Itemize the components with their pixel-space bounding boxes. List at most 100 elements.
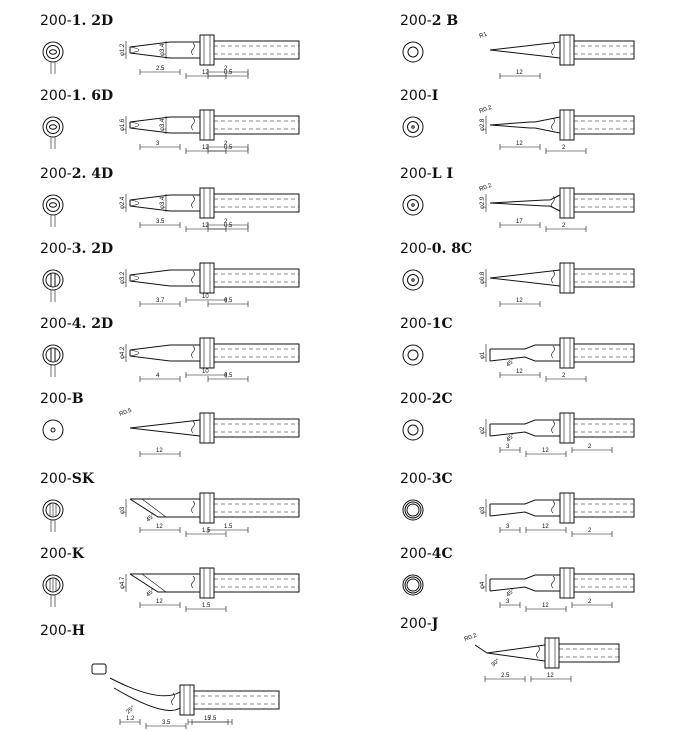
tip-model-prefix: 200- <box>40 471 72 487</box>
tip-end-view <box>402 574 424 596</box>
tip-model-label: 200-2 B <box>400 13 458 29</box>
thread-mark <box>551 117 555 131</box>
tip-model-prefix: 200- <box>400 546 432 562</box>
tip-entry: 200-H1.23.57.525°15 <box>40 623 280 729</box>
angle-label: 45° <box>505 588 516 599</box>
tube-outline <box>213 268 300 288</box>
tip-profile <box>129 269 200 276</box>
tip-end-view <box>402 499 424 521</box>
length-label: 12 <box>516 369 523 375</box>
tip-chisel <box>129 349 140 357</box>
tip-end-view <box>42 574 64 607</box>
length-label: 12 <box>542 524 549 530</box>
thread-mark <box>551 42 555 56</box>
end-view-inner-circle <box>404 501 422 519</box>
end-view-inner-circle <box>45 347 61 363</box>
thread-mark <box>536 645 540 659</box>
tip-model-code: 4. 2D <box>72 316 113 332</box>
tip-model-prefix: 200- <box>40 546 72 562</box>
tip-model-prefix: 200- <box>40 88 72 104</box>
tip-model-code: L I <box>432 166 453 182</box>
diameter-label: φ3.4 <box>160 196 166 209</box>
end-view-outer-circle <box>402 499 424 521</box>
tip-model-prefix: 200- <box>400 241 432 257</box>
collar-outline <box>199 492 215 524</box>
radius-label: R0.2 <box>479 183 494 193</box>
tip-profile <box>109 677 181 697</box>
tube-outline <box>573 193 635 213</box>
tip-profile <box>489 41 561 59</box>
tip-profile <box>489 586 560 592</box>
tip-model-label: 200-4C <box>400 546 453 562</box>
tip-model-prefix: 200- <box>400 616 432 632</box>
tip-chisel <box>129 121 140 129</box>
length-label: 3 <box>506 524 510 530</box>
thread-mark <box>191 420 195 434</box>
tube-outline <box>213 498 300 518</box>
tube-outline <box>213 193 300 213</box>
tip-profile <box>129 573 200 593</box>
tip-model-code: H <box>72 623 85 639</box>
tip-profile <box>474 644 546 662</box>
tip-end-view <box>402 41 424 63</box>
diameter-label: φ1.2 <box>120 43 126 56</box>
length-label: 12 <box>542 603 549 609</box>
thread-mark <box>171 692 175 706</box>
end-view-outer-circle <box>42 574 64 596</box>
tip-end-view <box>42 344 64 377</box>
diameter-label: φ3 <box>120 506 126 514</box>
collar-outline <box>559 109 575 141</box>
tip-model-code: J <box>430 616 439 632</box>
tip-model-prefix: 200- <box>400 316 432 332</box>
tip-model-code: SK <box>72 471 95 487</box>
end-view-inner-circle <box>407 46 419 58</box>
tip-model-code: 3. 2D <box>72 241 113 257</box>
length-label: 12 <box>516 70 523 76</box>
collar-outline <box>544 637 560 669</box>
tip-end-view <box>42 419 64 441</box>
end-view-outer-circle <box>42 41 64 63</box>
tip-chisel <box>129 274 140 282</box>
tip-end-view <box>42 269 64 302</box>
tip-chisel <box>129 199 140 207</box>
length-label: 2 <box>562 145 566 151</box>
tip-model-prefix: 200- <box>400 391 432 407</box>
tip-profile <box>129 344 200 351</box>
end-view-outer-circle <box>402 344 424 366</box>
thread-mark <box>191 195 195 209</box>
tip-model-label: 200-1. 2D <box>40 13 113 29</box>
angle-label: 25° <box>125 705 136 716</box>
length-label: 12 <box>516 141 523 147</box>
tip-model-prefix: 200- <box>400 166 432 182</box>
tip-profile <box>489 431 560 437</box>
radius-label: R0.2 <box>479 105 494 115</box>
tip-model-code: 2. 4D <box>72 166 113 182</box>
tip-model-prefix: 200- <box>40 391 72 407</box>
end-view-dot <box>50 427 56 433</box>
tip-model-label: 200-1. 6D <box>40 88 113 104</box>
collar-outline <box>559 34 575 66</box>
length-label: 1.5 <box>202 603 211 609</box>
tip-profile <box>129 127 200 134</box>
diameter-label: φ2 <box>480 426 486 434</box>
tip-end-view <box>42 194 64 227</box>
length-label: 3 <box>506 599 510 605</box>
tip-profile <box>489 116 561 126</box>
diameter-label: φ4.2 <box>120 346 126 359</box>
tip-entry: 200-Kφ4.745°121.5 <box>40 546 300 612</box>
collar-outline <box>559 337 575 369</box>
thread-mark <box>551 420 555 434</box>
length-label: 12 <box>542 448 549 454</box>
tip-model-code: 2 B <box>432 13 459 29</box>
length-label: 2 <box>562 223 566 229</box>
tip-profile <box>490 499 560 505</box>
tip-profile <box>489 269 561 287</box>
diameter-label: φ2.8 <box>480 118 486 131</box>
tip-end-view <box>402 419 424 441</box>
tip-profile <box>490 574 560 580</box>
